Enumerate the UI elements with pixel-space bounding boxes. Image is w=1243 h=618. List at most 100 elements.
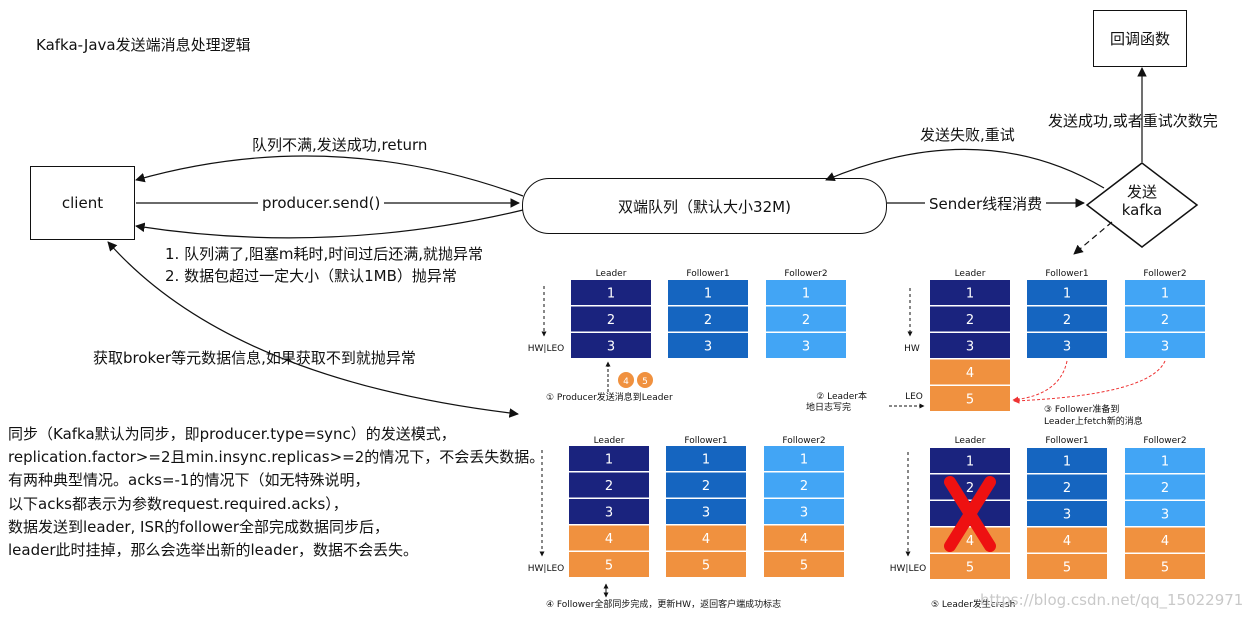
label-get-broker: 获取broker等元数据信息,如果获取不到就抛异常 [93, 349, 416, 367]
message-block [930, 306, 1010, 332]
column-header: Leader [596, 269, 627, 279]
message-offset: 1 [1161, 454, 1169, 469]
label-queue-not-full: 队列不满,发送成功,return [252, 136, 428, 154]
message-block [571, 333, 651, 358]
caption: ① Producer发送消息到Leader [546, 391, 673, 403]
new-message-block [1027, 527, 1107, 553]
client-label: client [61, 194, 104, 212]
message-offset: 2 [800, 479, 808, 494]
message-offset: 4 [1063, 534, 1071, 549]
message-block [668, 333, 748, 358]
column-header: Leader [594, 436, 625, 446]
message-offset: 3 [1063, 339, 1071, 354]
new-message-block [930, 554, 1010, 579]
new-message-block [666, 552, 746, 577]
column-header: Follower1 [686, 269, 729, 279]
leo-marker: LEO [905, 392, 923, 402]
message-offset: 1 [966, 286, 974, 301]
message-offset: 4 [1161, 534, 1169, 549]
message-offset: 3 [607, 339, 615, 354]
column-header: Follower2 [1143, 269, 1186, 279]
message-offset: 1 [605, 452, 613, 467]
incoming-offset: 5 [642, 377, 648, 387]
message-block [1125, 501, 1205, 526]
message-offset: 1 [1063, 286, 1071, 301]
message-block [930, 333, 1010, 358]
hw-leo-marker: HW|LEO [528, 564, 564, 574]
label-send-success: 发送成功,或者重试次数完 [1048, 112, 1218, 130]
paragraph-line: 以下acks都表示为参数request.required.acks）， [8, 494, 348, 513]
column-header: Follower2 [1143, 436, 1186, 446]
new-message-block [569, 552, 649, 577]
send-kafka-diamond [1085, 162, 1199, 248]
message-offset: 4 [605, 532, 613, 547]
arrow-queue-full [135, 209, 524, 239]
message-offset: 2 [1063, 313, 1071, 328]
message-block [666, 446, 746, 471]
paragraph-line: 同步（Kafka默认为同步，即producer.type=sync）的发送模式， [8, 425, 456, 443]
message-block [668, 306, 748, 332]
new-message-block [764, 525, 844, 551]
message-block [1027, 333, 1107, 358]
message-block [764, 499, 844, 524]
diamond-label-line2: kafka [1121, 201, 1163, 219]
label-sender-thread: Sender线程消费 [925, 193, 1047, 214]
message-block [930, 448, 1010, 473]
follower-fetch-note: ③ Follower准备到 [1044, 403, 1119, 415]
message-offset: 1 [800, 452, 808, 467]
column-header: Leader [955, 436, 986, 446]
message-offset: 3 [1063, 507, 1071, 522]
message-offset: 3 [1161, 507, 1169, 522]
message-offset: 4 [966, 366, 974, 381]
message-offset: 3 [966, 339, 974, 354]
message-block [764, 446, 844, 471]
message-block [1027, 474, 1107, 500]
follower-fetch-note: Leader上fetch新的消息 [1044, 415, 1143, 427]
message-offset: 1 [704, 286, 712, 301]
message-block [1027, 306, 1107, 332]
crash-cross [944, 476, 996, 552]
column-header: Follower1 [1045, 269, 1088, 279]
arrow-send-failed-retry [825, 148, 1105, 189]
new-message-block [1125, 554, 1205, 579]
message-block [666, 499, 746, 524]
message-block [1027, 280, 1107, 305]
paragraph-line: 有两种典型情况。acks=-1的情况下（如无特殊说明， [8, 471, 370, 490]
message-block [764, 472, 844, 498]
new-message-block [1027, 554, 1107, 579]
message-offset: 1 [802, 286, 810, 301]
leader-write-note: ② Leader本 [816, 390, 867, 402]
leader-write-note: 地日志写完 [806, 401, 851, 413]
label-producer-send: producer.send() [258, 194, 385, 212]
message-offset: 3 [605, 505, 613, 520]
message-block [1125, 474, 1205, 500]
message-offset: 2 [702, 479, 710, 494]
fetch-arrow [1012, 360, 1068, 403]
new-message-block [764, 552, 844, 577]
column-header: Follower2 [784, 269, 827, 279]
message-offset: 3 [702, 505, 710, 520]
paragraph-line: leader此时挂掉，那么会选举出新的leader，数据不会丢失。 [8, 541, 419, 560]
message-offset: 5 [966, 392, 974, 407]
callback-box: 回调函数 [1093, 10, 1187, 67]
message-offset: 2 [966, 481, 974, 496]
message-offset: 2 [605, 479, 613, 494]
message-block [766, 280, 846, 305]
message-offset: 2 [1161, 481, 1169, 496]
column-header: Follower2 [782, 436, 825, 446]
diagram-title: Kafka-Java发送端消息处理逻辑 [36, 36, 251, 54]
message-offset: 3 [704, 339, 712, 354]
incoming-message [637, 372, 653, 388]
column-header: Follower1 [1045, 436, 1088, 446]
label-send-failed-retry: 发送失败,重试 [920, 126, 1015, 144]
message-offset: 1 [966, 454, 974, 469]
message-offset: 2 [1063, 481, 1071, 496]
message-block [1125, 280, 1205, 305]
incoming-message [618, 372, 634, 388]
callback-label: 回调函数 [1109, 30, 1170, 48]
new-message-block [666, 525, 746, 551]
message-block [569, 499, 649, 524]
message-offset: 4 [966, 534, 974, 549]
diamond-label-line1: 发送 [1126, 183, 1157, 201]
